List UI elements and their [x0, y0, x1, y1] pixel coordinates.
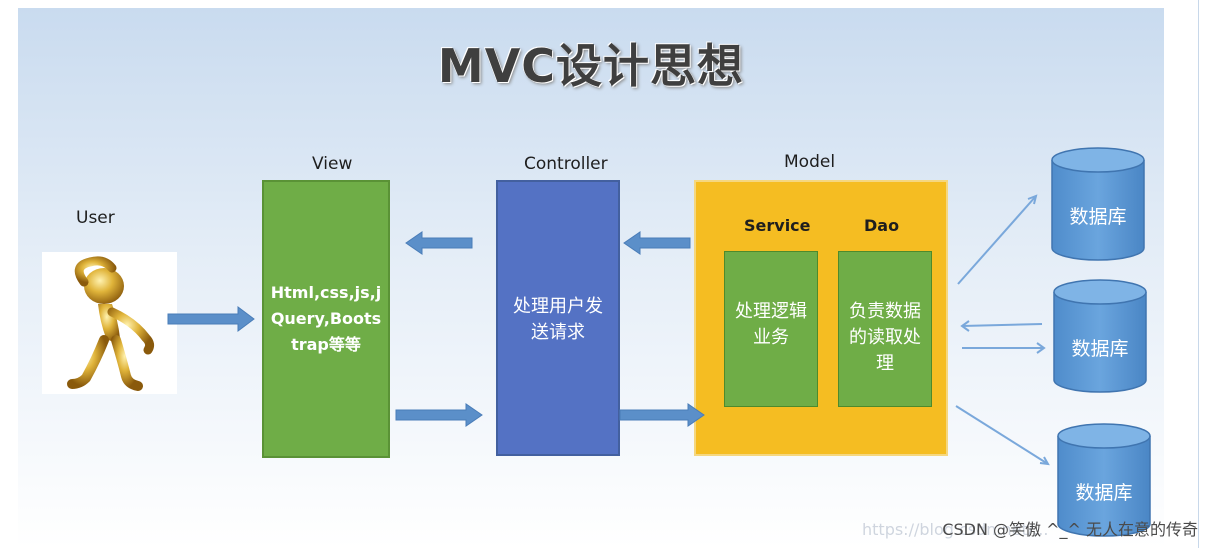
- controller-label: Controller: [524, 154, 608, 174]
- watermark-url: https://blog.csdn.net/...: [862, 520, 1049, 539]
- database-2: [1053, 279, 1147, 393]
- database-1: [1051, 147, 1145, 261]
- arrow-model-to-db-3: [955, 405, 1049, 465]
- controller-box: 处理用户发送请求: [496, 180, 620, 456]
- service-box: 处理逻辑业务: [724, 251, 818, 407]
- arrow-model-to-controller: [623, 231, 691, 255]
- arrow-controller-to-view: [405, 231, 473, 255]
- database-3: [1057, 423, 1151, 537]
- database-2-label: 数据库: [1071, 338, 1129, 360]
- database-3-label: 数据库: [1075, 482, 1133, 504]
- user-figure-icon: [42, 252, 177, 394]
- dao-box: 负责数据的读取处理: [838, 251, 932, 407]
- arrow-model-to-db-1: [957, 195, 1037, 285]
- dao-box-text: 负责数据的读取处理: [849, 301, 921, 373]
- arrow-controller-to-model: [619, 403, 705, 427]
- arrow-db-2-to-model-head: [960, 320, 970, 332]
- model-label: Model: [784, 152, 836, 172]
- view-box: Html,css,js,jQuery,Bootstrap等等: [262, 180, 390, 458]
- arrow-model-to-db-3-head: [1039, 456, 1050, 466]
- diagram-canvas: MVC设计思想 User View Controller Model Html,…: [18, 8, 1164, 548]
- arrow-db-2-to-model: [961, 323, 1043, 327]
- dao-label: Dao: [864, 216, 900, 235]
- diagram-title: MVC设计思想: [437, 39, 745, 93]
- page-divider: [1198, 0, 1199, 548]
- arrow-view-to-controller: [395, 403, 483, 427]
- view-label: View: [312, 154, 353, 174]
- view-box-text: Html,css,js,jQuery,Bootstrap等等: [270, 283, 382, 354]
- controller-box-text: 处理用户发送请求: [513, 296, 603, 343]
- user-label: User: [76, 208, 115, 228]
- database-1-label: 数据库: [1069, 206, 1127, 228]
- watermark-text: CSDN @笑傲 ^_^ 无人在意的传奇: [942, 520, 1198, 539]
- arrow-model-to-db-1-head: [1027, 194, 1038, 205]
- arrow-user-to-view: [167, 306, 255, 332]
- service-label: Service: [744, 216, 811, 235]
- arrows-layer: [167, 147, 1151, 537]
- arrow-model-to-db-2-head: [1036, 342, 1046, 354]
- service-box-text: 处理逻辑业务: [735, 301, 807, 347]
